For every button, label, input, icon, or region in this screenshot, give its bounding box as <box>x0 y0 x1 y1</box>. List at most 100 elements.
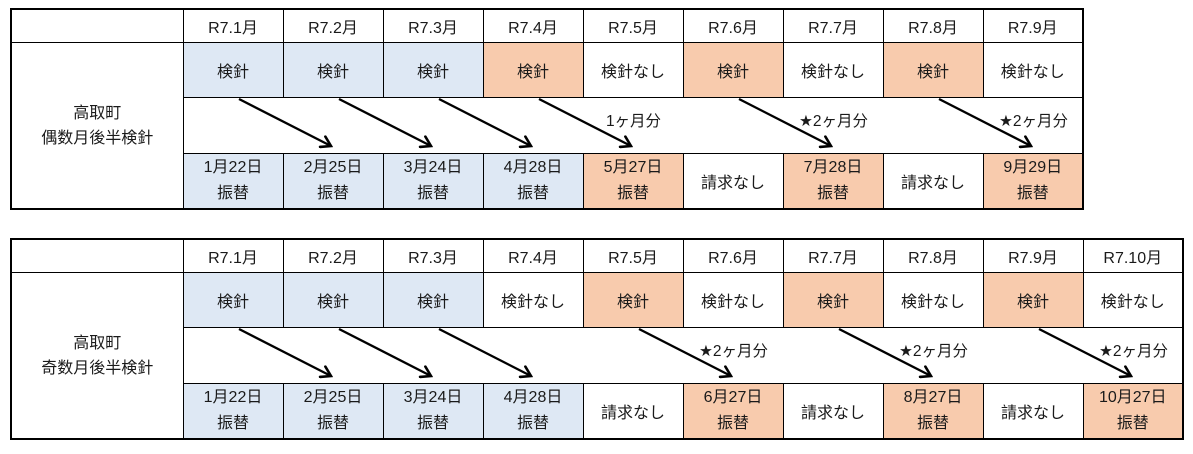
month-header-cell: R7.8月 <box>882 8 984 43</box>
reading-cell: 検針なし <box>782 42 884 98</box>
transfer-cell: 3月24日振替 <box>382 153 484 210</box>
arrow-band: ★2ヶ月分 ★2ヶ月分 ★2ヶ月分 <box>182 327 1184 384</box>
month-header-cell: R7.2月 <box>282 8 384 43</box>
month-header-cell: R7.9月 <box>982 8 1084 43</box>
reading-cell: 検針 <box>882 42 984 98</box>
reading-cell: 検針 <box>282 42 384 98</box>
transfer-cell: 請求なし <box>682 153 784 210</box>
reading-cell: 検針なし <box>882 272 984 328</box>
arrow-label: ★2ヶ月分 <box>898 343 969 360</box>
transfer-cell-line: 振替 <box>716 415 749 432</box>
transfer-cell-line: 6月27日 <box>703 389 763 406</box>
transfer-cell-line: 1月22日 <box>203 159 263 176</box>
month-header-cell: R7.8月 <box>882 238 984 273</box>
transfer-cell-line: 振替 <box>216 185 249 202</box>
row-label-line: 高取町 <box>73 104 122 122</box>
month-header-cell: R7.4月 <box>482 238 584 273</box>
reading-to-transfer-arrow <box>437 98 531 146</box>
month-header-cell: R7.3月 <box>382 238 484 273</box>
transfer-cell: 9月29日振替 <box>982 153 1084 210</box>
transfer-cell-line: 4月28日 <box>503 159 563 176</box>
reading-cell: 検針 <box>382 42 484 98</box>
arrow-label: ★2ヶ月分 <box>798 113 869 130</box>
transfer-cell: 1月22日振替 <box>182 383 284 440</box>
transfer-cell-line: 10月27日 <box>1098 389 1167 406</box>
corner-cell <box>10 238 184 273</box>
row-label-line: 高取町 <box>73 334 122 352</box>
arrow-label: ★2ヶ月分 <box>1098 343 1169 360</box>
transfer-cell-line: 2月25日 <box>303 389 363 406</box>
transfer-cell-line: 5月27日 <box>603 159 663 176</box>
transfer-cell-line: 7月28日 <box>803 159 863 176</box>
transfer-cell: 2月25日振替 <box>282 383 384 440</box>
arrow-label: ★2ヶ月分 <box>998 113 1069 130</box>
reading-cell: 検針 <box>682 42 784 98</box>
transfer-cell: 10月27日振替 <box>1082 383 1184 440</box>
reading-cell: 検針 <box>382 272 484 328</box>
transfer-cell-line: 3月24日 <box>403 159 463 176</box>
reading-cell: 検針 <box>482 42 584 98</box>
transfer-cell: 請求なし <box>882 153 984 210</box>
transfer-cell-line: 振替 <box>1016 185 1049 202</box>
month-header-cell: R7.2月 <box>282 238 384 273</box>
reading-cell: 検針 <box>582 272 684 328</box>
transfer-cell-line: 振替 <box>316 185 349 202</box>
transfer-cell: 2月25日振替 <box>282 153 384 210</box>
transfer-cell: 3月24日振替 <box>382 383 484 440</box>
month-header-cell: R7.1月 <box>182 238 284 273</box>
transfer-cell-line: 4月28日 <box>503 389 563 406</box>
transfer-cell-line: 9月29日 <box>1003 159 1063 176</box>
reading-to-transfer-arrow <box>337 328 431 376</box>
arrow-label: ★2ヶ月分 <box>698 343 769 360</box>
row-label-line: 奇数月後半検針 <box>41 359 154 377</box>
month-header-cell: R7.5月 <box>582 8 684 43</box>
arrow-label: 1ヶ月分 <box>605 113 662 130</box>
transfer-cell-line: 振替 <box>516 415 549 432</box>
transfer-cell: 請求なし <box>982 383 1084 440</box>
transfer-cell: 4月28日振替 <box>482 383 584 440</box>
reading-cell: 検針 <box>282 272 384 328</box>
reading-to-transfer-arrow <box>337 98 431 146</box>
reading-cell: 検針 <box>182 42 284 98</box>
transfer-cell-line: 振替 <box>216 415 249 432</box>
transfer-cell: 請求なし <box>782 383 884 440</box>
reading-to-transfer-arrow <box>437 328 531 376</box>
transfer-cell-line: 3月24日 <box>403 389 463 406</box>
month-header-cell: R7.5月 <box>582 238 684 273</box>
month-header-cell: R7.3月 <box>382 8 484 43</box>
row-label: 高取町偶数月後半検針 <box>10 42 184 210</box>
transfer-cell: 6月27日振替 <box>682 383 784 440</box>
reading-cell: 検針 <box>182 272 284 328</box>
row-label: 高取町奇数月後半検針 <box>10 272 184 440</box>
transfer-cell-line: 振替 <box>616 185 649 202</box>
transfer-cell-line: 2月25日 <box>303 159 363 176</box>
reading-cell: 検針 <box>982 272 1084 328</box>
transfer-cell-line: 振替 <box>416 415 449 432</box>
arrows-layer <box>237 328 1184 383</box>
transfer-cell-line: 振替 <box>816 185 849 202</box>
transfer-cell-line: 振替 <box>516 185 549 202</box>
transfer-cell: 5月27日振替 <box>582 153 684 210</box>
transfer-cell: 8月27日振替 <box>882 383 984 440</box>
reading-cell: 検針なし <box>682 272 784 328</box>
reading-cell: 検針なし <box>482 272 584 328</box>
reading-cell: 検針なし <box>982 42 1084 98</box>
month-header-cell: R7.10月 <box>1082 238 1184 273</box>
reading-to-transfer-arrow <box>937 98 1031 146</box>
transfer-cell: 請求なし <box>582 383 684 440</box>
transfer-cell-line: 振替 <box>416 185 449 202</box>
reading-to-transfer-arrow <box>637 328 731 376</box>
transfer-cell: 7月28日振替 <box>782 153 884 210</box>
transfer-cell: 4月28日振替 <box>482 153 584 210</box>
reading-to-transfer-arrow <box>537 98 631 146</box>
transfer-cell-line: 8月27日 <box>903 389 963 406</box>
month-header-cell: R7.6月 <box>682 8 784 43</box>
reading-cell: 検針なし <box>582 42 684 98</box>
corner-cell <box>10 8 184 43</box>
reading-to-transfer-arrow <box>1037 328 1131 376</box>
transfer-cell-line: 1月22日 <box>203 389 263 406</box>
row-label-line: 偶数月後半検針 <box>41 129 154 147</box>
transfer-cell-line: 振替 <box>316 415 349 432</box>
month-header-cell: R7.6月 <box>682 238 784 273</box>
